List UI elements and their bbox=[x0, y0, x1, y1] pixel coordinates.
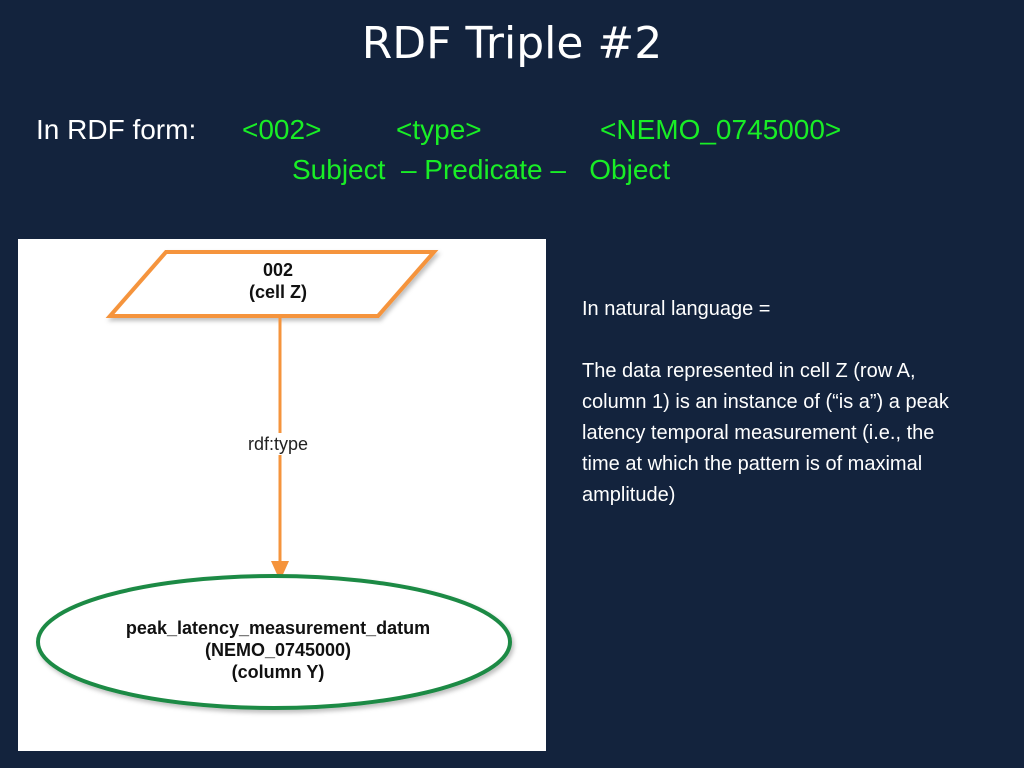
natural-language-body: The data represented in cell Z (row A, c… bbox=[582, 360, 949, 506]
slide-title: RDF Triple #2 bbox=[361, 18, 663, 69]
rdf-form-label: In RDF form: bbox=[36, 114, 197, 145]
edge-label: rdf:type bbox=[218, 433, 338, 455]
subject-node-cell: (cell Z) bbox=[248, 282, 307, 302]
arrowhead-icon bbox=[271, 561, 289, 581]
rdf-role-labels: Subject – Predicate – Object bbox=[292, 154, 671, 185]
object-node-id: (NEMO_0745000) bbox=[204, 640, 352, 660]
spacer bbox=[582, 325, 962, 356]
triple-diagram: 002 (cell Z) rdf:type peak_latency_measu… bbox=[18, 239, 546, 751]
rdf-predicate-token: <type> bbox=[396, 114, 482, 145]
natural-language-block: In natural language = The data represent… bbox=[582, 294, 962, 511]
object-node-name: peak_latency_measurement_datum bbox=[125, 618, 431, 638]
object-node-shape bbox=[36, 574, 512, 710]
subject-node-id: 002 bbox=[262, 260, 294, 280]
natural-language-heading: In natural language = bbox=[582, 298, 771, 320]
object-node-label: peak_latency_measurement_datum (NEMO_074… bbox=[58, 617, 498, 683]
rdf-object-token: <NEMO_0745000> bbox=[600, 114, 842, 145]
rdf-subject-token: <002> bbox=[242, 114, 322, 145]
object-node-column: (column Y) bbox=[231, 662, 325, 682]
subject-node-shape bbox=[105, 250, 439, 318]
diagram-canvas bbox=[36, 250, 512, 710]
subject-node-label: 002 (cell Z) bbox=[198, 259, 358, 303]
